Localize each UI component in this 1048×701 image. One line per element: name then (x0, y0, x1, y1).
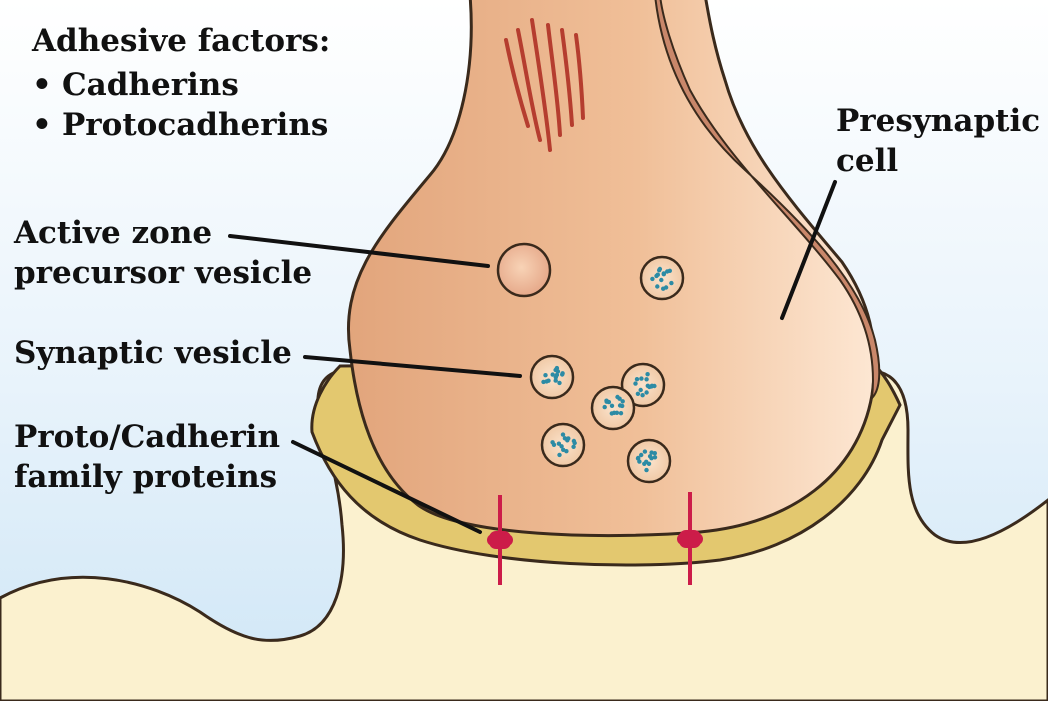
legend-item-cadherins: •Cadherins (32, 67, 239, 103)
vesicle-neurotransmitter-dot (665, 269, 670, 274)
synaptic-vesicle (590, 385, 636, 431)
cadherin-protein-left (487, 495, 513, 585)
legend-list: •Cadherins •Protocadherins (32, 65, 328, 145)
vesicle-neurotransmitter-dot (564, 449, 569, 454)
vesicle-neurotransmitter-dot (543, 373, 548, 378)
vesicle-neurotransmitter-dot (557, 380, 562, 386)
proto-cadherin-label: Proto/Cadherin family proteins (14, 419, 280, 495)
vesicle-neurotransmitter-dot (620, 399, 625, 404)
vesicle-neurotransmitter-dot (644, 377, 649, 382)
vesicle-neurotransmitter-dot (609, 403, 615, 408)
vesicle-neurotransmitter-dot (638, 387, 643, 393)
presynaptic-rim (654, 0, 881, 401)
vesicle-neurotransmitter-dot (615, 394, 620, 400)
vesicle-neurotransmitter-dot (644, 390, 649, 395)
vesicle-neurotransmitter-dot (560, 432, 566, 437)
vesicle-neurotransmitter-dot (659, 277, 664, 283)
vesicle-neurotransmitter-dot (571, 438, 577, 444)
vesicle-neurotransmitter-dot (550, 372, 555, 377)
vesicle-neurotransmitter-dot (637, 459, 642, 464)
presynaptic-cell (347, 0, 876, 538)
vesicle-neurotransmitter-dot (649, 450, 654, 455)
vesicle-neurotransmitter-dot (557, 452, 562, 458)
synaptic-vesicle-label: Synaptic vesicle (14, 335, 292, 371)
vesicle-neurotransmitter-dot (604, 398, 609, 403)
vesicle-neurotransmitter-dot (652, 455, 658, 460)
vesicle-neurotransmitter-dot (645, 372, 650, 377)
vesicle-neurotransmitter-dot (566, 436, 571, 441)
callout-synaptic-vesicle (303, 355, 522, 378)
callout-active-zone (228, 234, 490, 268)
presynaptic-cell-label: Presynaptic cell (836, 103, 1041, 179)
vesicle-neurotransmitter-dot (669, 280, 674, 286)
vesicle-neurotransmitter-dot (654, 273, 659, 279)
vesicle-neurotransmitter-dot (554, 372, 560, 378)
vesicle-neurotransmitter-dot (571, 444, 576, 449)
vesicle-neurotransmitter-dot (614, 410, 620, 415)
active-zone-precursor-vesicle (496, 242, 552, 298)
vesicle-neurotransmitter-dot (642, 449, 648, 454)
vesicle-neurotransmitter-dot (602, 404, 607, 410)
vesicle-neurotransmitter-dot (634, 377, 640, 382)
vesicle-neurotransmitter-dot (560, 372, 565, 377)
vesicle-neurotransmitter-dot (551, 442, 557, 447)
callout-presynaptic (780, 180, 837, 320)
callout-lines (228, 180, 837, 534)
vesicle-neurotransmitter-dot (663, 285, 669, 290)
vesicle-neurotransmitter-dot (655, 284, 660, 289)
active-zone-label: Active zone precursor vesicle (14, 215, 313, 291)
vesicle-neurotransmitter-dot (559, 444, 564, 449)
vesicle-neurotransmitter-dot (640, 393, 645, 398)
vesicle-neurotransmitter-dot (618, 411, 624, 416)
vesicle-neurotransmitter-dot (639, 376, 644, 381)
vesicle-neurotransmitter-dot (541, 379, 546, 385)
vesicle-neurotransmitter-dot (644, 467, 649, 473)
vesicle-neurotransmitter-dot (546, 378, 551, 383)
cadherin-protein-right (677, 492, 703, 585)
legend-title: Adhesive factors: (32, 23, 331, 59)
vesicle-neurotransmitter-dot (645, 383, 650, 388)
vesicle-neurotransmitter-dot (635, 391, 641, 396)
legend-item-protocadherins: •Protocadherins (32, 107, 329, 143)
vesicle-neurotransmitter-dot (617, 403, 623, 408)
vesicle-neurotransmitter-dot (650, 276, 655, 282)
synaptic-vesicle (620, 362, 666, 408)
vesicle-neurotransmitter-dot (646, 461, 652, 466)
vesicle-neurotransmitter-dot (609, 411, 614, 416)
vesicle-neurotransmitter-dot (649, 384, 654, 389)
vesicle-neurotransmitter-dot (649, 456, 654, 461)
vesicle-neurotransmitter-dot (553, 367, 558, 373)
vesicle-neurotransmitter-dot (639, 452, 644, 458)
synaptic-vesicles (529, 255, 685, 484)
vesicle-neurotransmitter-dot (553, 378, 558, 383)
synaptic-vesicle (529, 354, 575, 400)
callout-proto-cadherin (291, 440, 482, 534)
synaptic-vesicle (626, 438, 672, 484)
vesicle-neurotransmitter-dot (661, 272, 666, 277)
vesicle-neurotransmitter-dot (657, 268, 662, 273)
axon-striations (504, 18, 585, 152)
vesicle-neurotransmitter-dot (633, 381, 638, 386)
